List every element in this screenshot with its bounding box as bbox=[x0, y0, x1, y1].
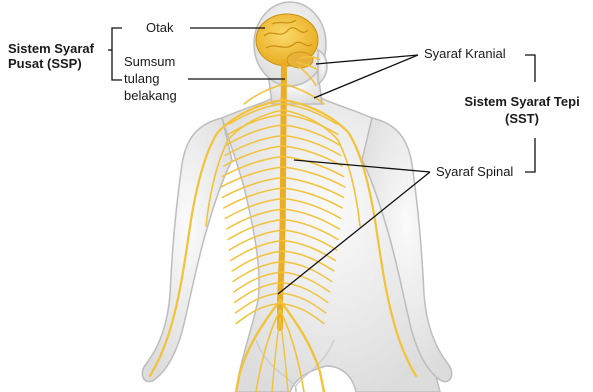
ssp-label-line2: Pusat (SSP) bbox=[8, 56, 82, 71]
sumsum-label-line1: Sumsum bbox=[124, 54, 175, 69]
sumsum-label-line2: tulang bbox=[124, 71, 159, 86]
otak-label: Otak bbox=[146, 20, 173, 35]
sst-label-line1: Sistem Syaraf Tepi bbox=[452, 94, 592, 109]
ssp-label-line1: Sistem Syaraf bbox=[8, 41, 94, 56]
syaraf-kranial-label: Syaraf Kranial bbox=[424, 46, 506, 61]
sumsum-label-line3: belakang bbox=[124, 88, 177, 103]
sst-label-line2: (SST) bbox=[452, 111, 592, 126]
syaraf-spinal-label: Syaraf Spinal bbox=[436, 164, 513, 179]
